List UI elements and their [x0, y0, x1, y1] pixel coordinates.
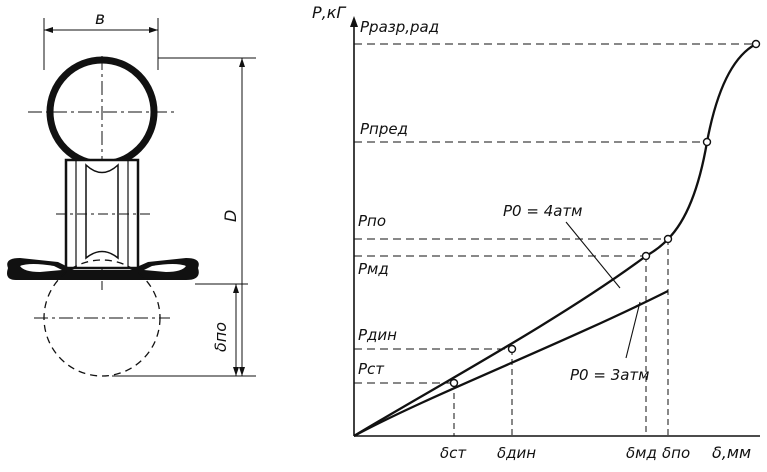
x-axis-label: δ,мм	[712, 443, 751, 462]
label-d-st: δст	[440, 444, 467, 462]
point-din	[507, 344, 517, 354]
width-label: в	[95, 9, 105, 29]
point-po	[663, 234, 673, 244]
width-arrow-left	[44, 27, 53, 33]
load-deflection-graph: Р,кГ δ,мм Рразр,рад Рпред Рпо Рмд Рдин Р…	[312, 3, 761, 462]
label-d-md: δмд	[626, 444, 657, 462]
point-razr	[751, 39, 761, 49]
point-st	[449, 378, 459, 388]
d-arrow-bottom	[239, 367, 245, 376]
width-arrow-right	[149, 27, 158, 33]
hub-inner-profile	[85, 163, 119, 260]
deflection-label: δпо	[211, 322, 230, 352]
leader-curve-4-atm	[565, 221, 621, 289]
y-axis-label: Р,кГ	[312, 3, 346, 22]
label-d-po: δпо	[662, 444, 690, 462]
point-md	[641, 251, 651, 261]
label-p-md: Рмд	[358, 260, 389, 278]
tire-base-flattened	[7, 258, 199, 280]
dpo-arrow-top	[233, 284, 239, 293]
tire-base-hole-left	[20, 264, 62, 272]
label-curve-3-atm: Р0 = 3атм	[570, 366, 649, 384]
label-d-din: δдин	[497, 444, 536, 462]
label-p-st: Рст	[358, 360, 385, 378]
point-pred	[702, 137, 712, 147]
label-curve-4-atm: Р0 = 4атм	[503, 202, 582, 220]
label-p-po: Рпо	[358, 212, 386, 230]
curve-3-atm	[353, 289, 669, 438]
d-arrow-top	[239, 58, 245, 67]
label-p-razr: Рразр,рад	[360, 18, 439, 36]
dpo-arrow-bottom	[233, 367, 239, 376]
leader-curve-3-atm	[625, 301, 641, 359]
tire-section-drawing: в D δпо	[7, 9, 256, 377]
tire-base-hole-right	[144, 264, 186, 272]
curve-4-atm	[353, 42, 757, 437]
label-p-din: Рдин	[358, 326, 397, 344]
y-axis-arrow	[350, 16, 358, 27]
diameter-label: D	[221, 210, 240, 222]
label-p-pred: Рпред	[360, 120, 408, 138]
